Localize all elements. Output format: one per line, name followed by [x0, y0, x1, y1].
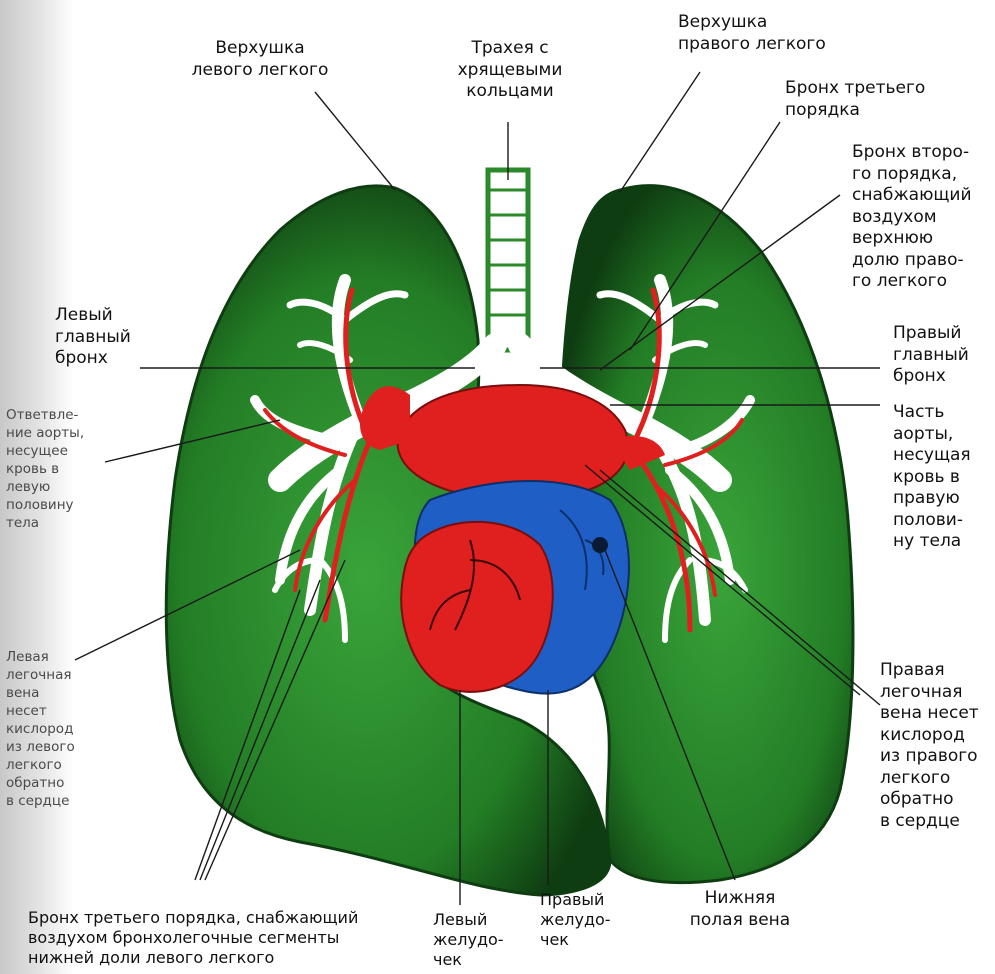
label-aorta-part-right: Часть аорты, несущая кровь в правую поло…	[893, 402, 993, 553]
label-vena-cava: Нижняя полая вена	[680, 888, 800, 931]
label-apex-right: Верхушка правого легкого	[678, 12, 878, 55]
label-bronchus-second-right: Бронх второ- го порядка, снабжающий возд…	[852, 142, 992, 293]
label-pulmonary-vein-right: Правая легочная вена несет кислород из п…	[880, 660, 995, 832]
label-pulmonary-vein-left: Левая легочная вена несет кислород из ле…	[6, 648, 116, 810]
label-left-ventricle: Левый желудо- чек	[433, 910, 533, 970]
label-main-bronchus-left: Левый главный бронх	[55, 305, 185, 370]
label-bronchus-third-right: Бронх третьего порядка	[785, 78, 975, 121]
label-main-bronchus-right: Правый главный бронх	[893, 323, 993, 388]
left-ventricle	[401, 522, 552, 692]
label-trachea: Трахея с хрящевыми кольцами	[430, 38, 590, 103]
label-aorta-branch-left: Ответвле- ние аорты, несущее кровь в лев…	[6, 406, 116, 532]
label-apex-left: Верхушка левого легкого	[160, 38, 360, 81]
label-bronchus-third-left: Бронх третьего порядка, снабжающий возду…	[28, 908, 428, 968]
trachea	[488, 170, 528, 350]
label-right-ventricle: Правый желудо- чек	[540, 890, 640, 950]
